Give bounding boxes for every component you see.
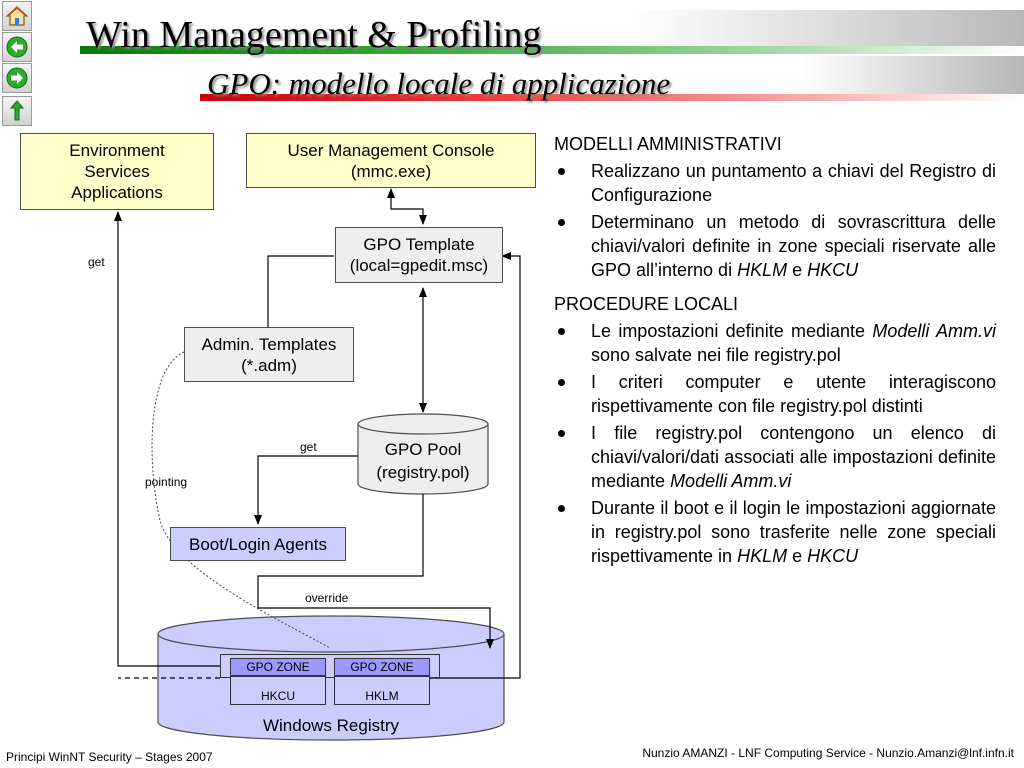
return-icon <box>9 100 25 121</box>
gpo-zone-hklm: GPO ZONE <box>334 658 430 676</box>
arrow-gpo-pool-to-registry <box>257 494 494 649</box>
umc-line-2: (mmc.exe) <box>350 161 432 181</box>
bullet-list: Realizzano un puntamento a chiavi del Re… <box>554 159 996 282</box>
gpo-zone-hkcu: GPO ZONE <box>230 658 326 676</box>
boot-login-agents-box: Boot/Login Agents <box>170 527 346 561</box>
bullet-text: I file registry.pol contengono un elenco… <box>591 423 996 491</box>
emphasized-term: HKLM <box>737 546 788 566</box>
gpo-pool-cylinder <box>357 413 489 495</box>
env-services-box: Environment Services Applications <box>20 133 214 210</box>
gpo-template-box: GPO Template (local=gpedit.msc) <box>335 227 503 283</box>
label-pointing: pointing <box>145 475 188 489</box>
arrow-registry-to-template <box>430 252 521 679</box>
bullet-item: I file registry.pol contengono un elenco… <box>554 421 996 493</box>
admin-line-1: Admin. Templates <box>201 334 337 354</box>
arrow-registry-to-env <box>114 211 220 667</box>
emphasized-term: Modelli Amm.vi <box>670 471 792 491</box>
template-line-1: GPO Template <box>363 235 475 254</box>
user-management-console-box: User Management Console (mmc.exe) <box>246 133 536 188</box>
subtitle-bar-red <box>200 94 1024 101</box>
emphasized-term: HKCU <box>807 546 859 566</box>
arrow-left-icon <box>6 36 28 58</box>
title-bar-grey <box>630 10 1024 46</box>
windows-registry-label: Windows Registry <box>262 716 400 735</box>
subtitle-bar-grey <box>800 56 1024 94</box>
bullet-item: Realizzano un puntamento a chiavi del Re… <box>554 159 996 207</box>
home-button[interactable] <box>2 1 32 31</box>
return-button[interactable] <box>2 96 32 126</box>
label-get-mid: get <box>300 440 317 454</box>
slide-title: Win Management & Profiling <box>86 14 542 56</box>
section-heading: PROCEDURE LOCALI <box>554 294 739 314</box>
arrow-umc-to-template <box>387 188 427 225</box>
admin-line-2: (*.adm) <box>241 355 297 375</box>
bullet-text: e <box>787 260 808 280</box>
admin-templates-box: Admin. Templates (*.adm) <box>184 327 354 382</box>
title-bar-green <box>80 46 1024 54</box>
section-heading: MODELLI AMMINISTRATIVI <box>554 134 782 154</box>
gpo-pool-label: GPO Pool (registry.pol) <box>358 438 488 484</box>
bullet-item: I criteri computer e utente interagiscon… <box>554 370 996 418</box>
umc-line-1: User Management Console <box>287 140 495 160</box>
env-line-2: Services <box>84 162 150 181</box>
emphasized-term: Modelli Amm.vi <box>872 321 996 341</box>
emphasized-term: HKLM <box>737 260 788 280</box>
bullet-text: Le impostazioni definite mediante <box>591 321 873 341</box>
bullet-item: Durante il boot e il login le impostazio… <box>554 496 996 568</box>
arrow-right-icon <box>6 67 28 89</box>
pool-line-1: GPO Pool <box>384 440 462 459</box>
bullet-list: Le impostazioni definite mediante Modell… <box>554 319 996 568</box>
label-get-left: get <box>88 255 105 269</box>
pool-line-2: (registry.pol) <box>376 463 470 482</box>
footer-right: Nunzio AMANZI - LNF Computing Service - … <box>642 746 1014 760</box>
arrow-pool-get-agents <box>254 455 358 525</box>
back-button[interactable] <box>2 32 32 62</box>
slide-subtitle: GPO: modello locale di applicazione <box>207 66 671 101</box>
agents-label: Boot/Login Agents <box>188 534 327 554</box>
hive-hklm: HKLM <box>334 676 430 705</box>
env-line-3: Applications <box>71 183 163 202</box>
bullet-text: sono salvate nei file registry.pol <box>591 345 841 365</box>
label-override: override <box>305 591 349 605</box>
bullet-item: Determinano un metodo di sovrascrittura … <box>554 210 996 282</box>
content-column: MODELLI AMMINISTRATIVI Realizzano un punt… <box>554 132 996 578</box>
emphasized-term: HKCU <box>807 260 859 280</box>
line-admin-to-template <box>267 255 334 327</box>
bullet-text: e <box>787 546 808 566</box>
forward-button[interactable] <box>2 63 32 93</box>
bullet-text: Durante il boot e il login le impostazio… <box>591 498 996 566</box>
bullet-text: Realizzano un puntamento a chiavi del Re… <box>591 161 996 205</box>
footer-left: Principi WinNT Security – Stages 2007 <box>6 750 213 764</box>
bullet-text: I criteri computer e utente interagiscon… <box>591 372 996 416</box>
zone-group-outline <box>220 654 440 678</box>
hive-hkcu: HKCU <box>230 676 326 705</box>
env-line-1: Environment <box>69 141 165 160</box>
home-icon <box>5 6 29 26</box>
bullet-text: Determinano un metodo di sovrascrittura … <box>591 212 996 280</box>
bullet-item: Le impostazioni definite mediante Modell… <box>554 319 996 367</box>
dotted-pointing-curve <box>151 351 331 649</box>
template-line-2: (local=gpedit.msc) <box>349 256 489 275</box>
